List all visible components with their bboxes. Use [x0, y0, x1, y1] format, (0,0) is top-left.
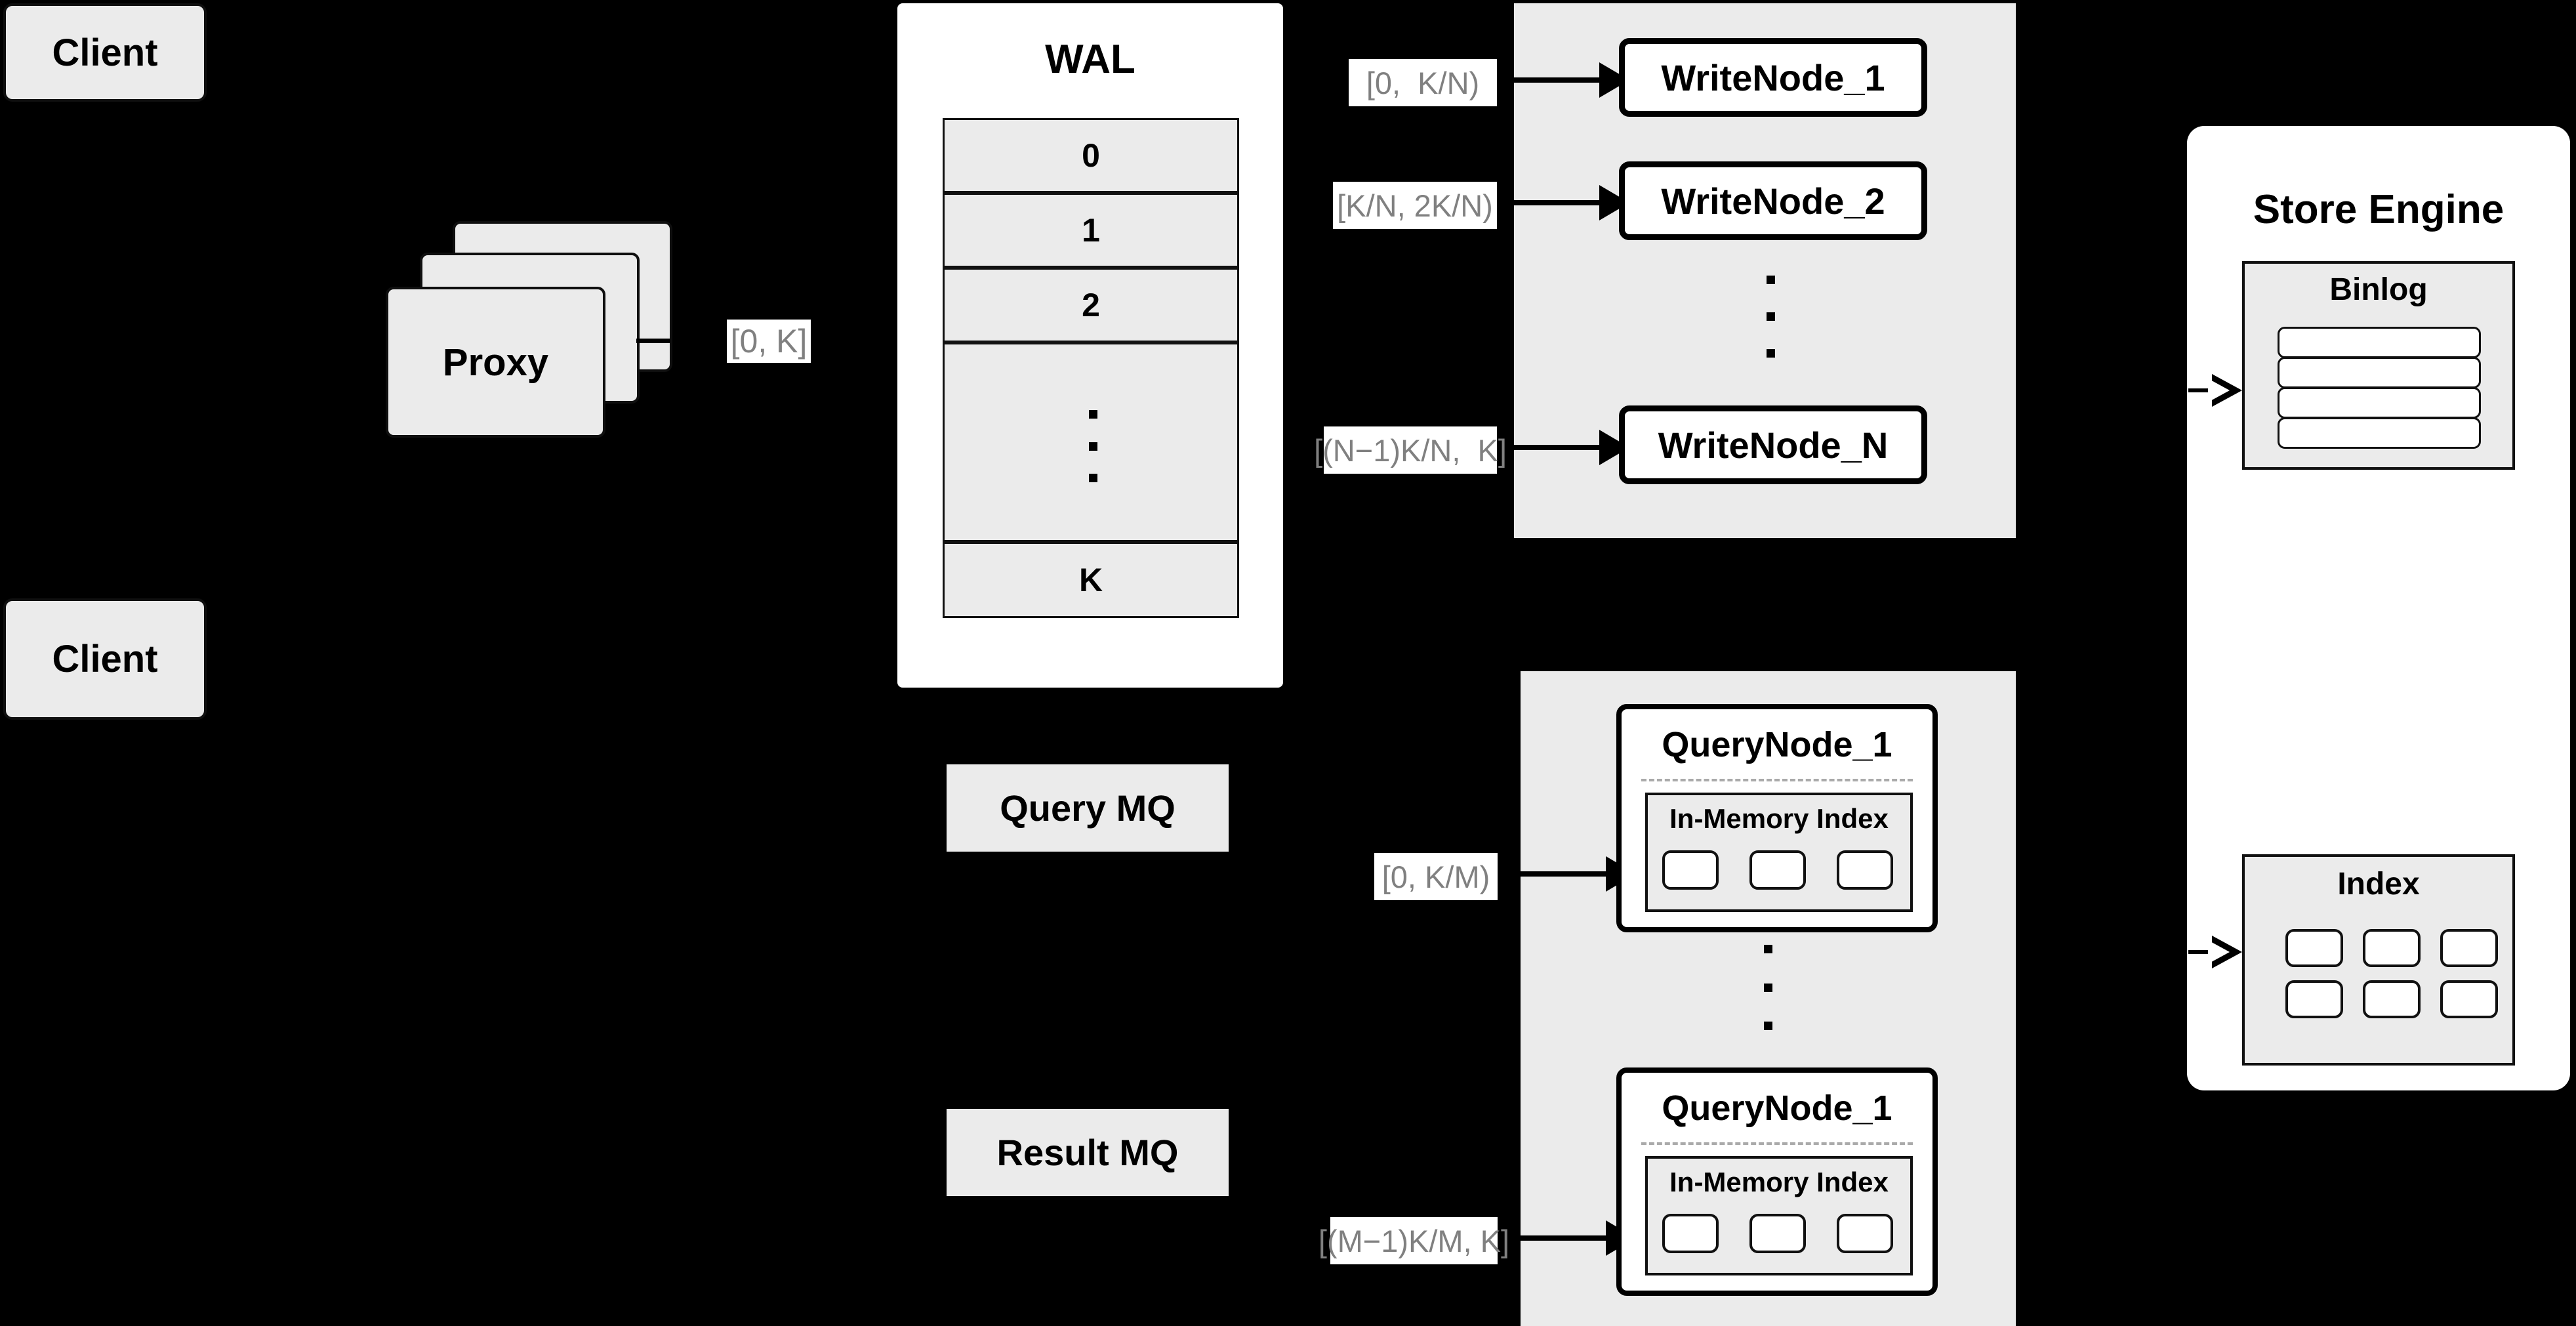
client-box-2[interactable]: Client [3, 598, 207, 720]
inmemory-index-title: In-Memory Index [1669, 803, 1889, 834]
wal-cell-k[interactable]: K [943, 542, 1239, 618]
client-label: Client [52, 638, 158, 680]
wal-cell-1[interactable]: 1 [943, 193, 1239, 268]
inmemory-index-title: In-Memory Index [1669, 1167, 1889, 1197]
write-node-1[interactable]: WriteNode_1 [1619, 38, 1927, 117]
arrow-head-binlog [2208, 374, 2242, 407]
range-label-writenode-1: [0, K/N) [1349, 59, 1497, 106]
result-mq-box[interactable]: Result MQ [947, 1109, 1229, 1196]
index-title: Index [2337, 867, 2420, 901]
query-node-1-label: QueryNode_1 [1662, 725, 1892, 764]
index-cell[interactable] [2285, 929, 2343, 967]
binlog-row[interactable] [2278, 417, 2481, 449]
index-cell[interactable] [2440, 980, 2498, 1018]
index-cell[interactable] [2363, 929, 2421, 967]
binlog-title: Binlog [2329, 272, 2428, 307]
index-segment[interactable] [1662, 1214, 1719, 1253]
store-engine-title: Store Engine [2253, 187, 2504, 232]
index-segment[interactable] [1749, 1214, 1806, 1253]
query-node-1-separator [1641, 779, 1913, 781]
client-label: Client [52, 31, 158, 74]
index-cell[interactable] [2363, 980, 2421, 1018]
wal-cell-ellipsis [943, 342, 1239, 542]
range-label-querynode-m: [(M−1)K/M, K] [1319, 1217, 1509, 1264]
query-cluster-ellipsis-dots [1764, 945, 1772, 1030]
query-mq-box[interactable]: Query MQ [947, 764, 1229, 852]
query-node-2-label: QueryNode_1 [1662, 1088, 1892, 1128]
range-label-proxy: [0, K] [727, 320, 811, 363]
binlog-panel: Binlog [2242, 261, 2515, 470]
query-node-2-inmemory-index: In-Memory Index [1645, 1156, 1913, 1275]
binlog-row[interactable] [2278, 387, 2481, 419]
write-node-n[interactable]: WriteNode_N [1619, 405, 1927, 484]
index-segment[interactable] [1662, 850, 1719, 890]
query-node-2-separator [1641, 1142, 1913, 1145]
arrow-line-querynode-m [1521, 1235, 1616, 1241]
binlog-row[interactable] [2278, 357, 2481, 388]
wal-title: WAL [1045, 37, 1135, 82]
proxy-box[interactable]: Proxy [386, 287, 605, 438]
wal-cell-0[interactable]: 0 [943, 118, 1239, 193]
index-cell[interactable] [2440, 929, 2498, 967]
query-node-1[interactable]: QueryNode_1 In-Memory Index [1616, 704, 1938, 932]
client-box-1[interactable]: Client [3, 3, 207, 102]
index-segment[interactable] [1837, 1214, 1893, 1253]
index-segment[interactable] [1749, 850, 1806, 890]
wal-cell-2[interactable]: 2 [943, 268, 1239, 342]
range-label-querynode-1: [0, K/M) [1374, 853, 1498, 900]
range-label-writenode-n: [(N−1)K/N, K] [1314, 426, 1507, 474]
arrow-head-index [2208, 936, 2242, 968]
write-node-2[interactable]: WriteNode_2 [1619, 161, 1927, 240]
binlog-row[interactable] [2278, 327, 2481, 358]
wal-ellipsis-dots [1089, 410, 1097, 482]
index-cell[interactable] [2285, 980, 2343, 1018]
arrow-line-writenode-1 [1514, 77, 1609, 83]
arrow-line-querynode-1 [1521, 871, 1616, 877]
query-node-2[interactable]: QueryNode_1 In-Memory Index [1616, 1067, 1938, 1296]
proxy-label: Proxy [442, 341, 549, 384]
write-cluster-ellipsis-dots [1767, 276, 1775, 358]
range-label-writenode-2: [K/N, 2K/N) [1333, 182, 1497, 229]
query-node-1-inmemory-index: In-Memory Index [1645, 793, 1913, 912]
arrow-line-writenode-n [1514, 445, 1609, 450]
arrow-line-writenode-2 [1514, 200, 1609, 205]
index-segment[interactable] [1837, 850, 1893, 890]
proxy-wal-connector [636, 339, 670, 343]
index-panel: Index [2242, 854, 2515, 1066]
